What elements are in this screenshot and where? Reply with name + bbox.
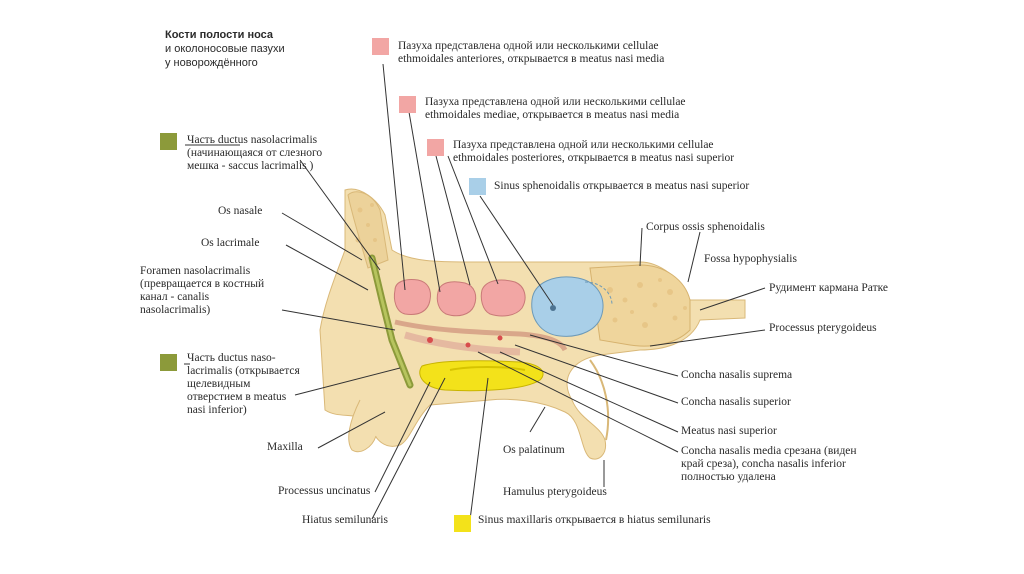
swatch-duct-upper [160,133,177,150]
legend-duct-upper: Часть ductus nasolacrimalis (начинающаяс… [187,134,322,173]
swatch-maxillary [454,515,471,532]
label-os-nasale: Os nasale [218,205,262,218]
legend-ethmoid-middle: Пазуха представлена одной или нескольким… [425,96,686,122]
label-processus-uncinatus: Processus uncinatus [278,485,370,498]
swatch-ethmoid-posterior [427,139,444,156]
ethmoid-cell-anterior [394,279,430,314]
label-meatus-nasi-superior: Meatus nasi superior [681,425,777,438]
label-corpus-ossis-sphenoidalis: Corpus ossis sphenoidalis [646,221,765,234]
legend-ethmoid-posterior: Пазуха представлена одной или нескольким… [453,139,734,165]
swatch-ethmoid-middle [399,96,416,113]
label-fossa-hypophysialis: Fossa hypophysialis [704,253,797,266]
legend-maxillary: Sinus maxillaris открывается в hiatus se… [478,514,711,527]
label-maxilla: Maxilla [267,441,303,454]
legend-ethmoid-anterior: Пазуха представлена одной или нескольким… [398,40,664,66]
swatch-sphenoid [469,178,486,195]
label-os-lacrimale: Os lacrimale [201,237,259,250]
label-rudiment-rathke: Рудимент кармана Ратке [769,282,888,295]
ethmoid-cell-middle [437,282,475,316]
label-foramen-nasolacrimalis: Foramen nasolacrimalis (превращается в к… [140,265,264,317]
legend-sphenoid: Sinus sphenoidalis открывается в meatus … [494,180,749,193]
ethmoid-cell-posterior [481,280,525,316]
sphenoid-sinus [532,277,603,336]
label-processus-pterygoideus: Processus pterygoideus [769,322,877,335]
label-concha-media: Concha nasalis media срезана (виден край… [681,445,857,484]
legend-duct-lower: Часть ductus naso- lacrimalis (открывает… [187,352,300,417]
swatch-duct-lower [160,354,177,371]
sphenoid-body [590,265,690,346]
label-concha-suprema: Concha nasalis suprema [681,369,792,382]
label-os-palatinum: Os palatinum [503,444,565,457]
label-hamulus-pterygoideus: Hamulus pterygoideus [503,486,607,499]
label-hiatus-semilunaris: Hiatus semilunaris [302,514,388,527]
label-concha-superior: Concha nasalis superior [681,396,791,409]
swatch-ethmoid-anterior [372,38,389,55]
